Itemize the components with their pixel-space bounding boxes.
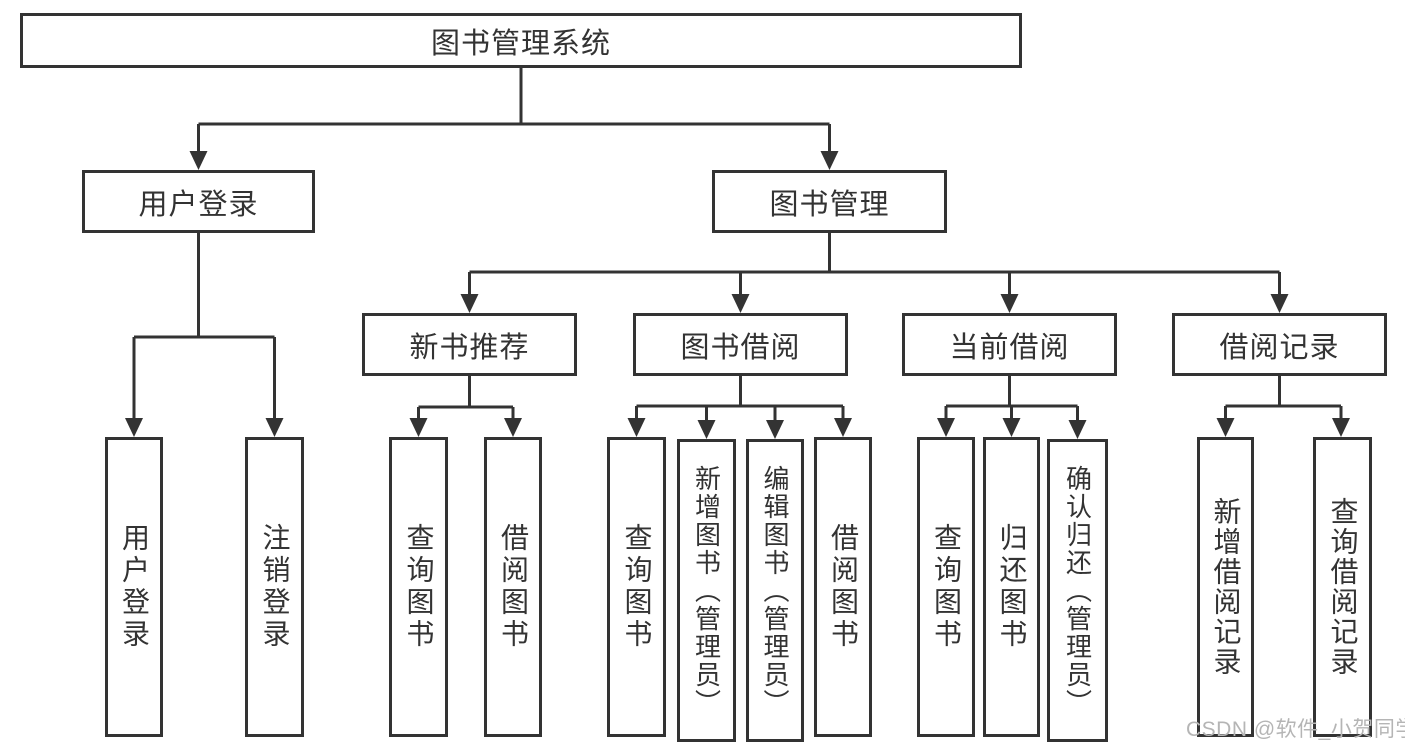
leaf-query-books-recommend-label: 查询图书 [403, 523, 435, 651]
leaf-confirm-return-admin-label: 确认归还（管理员） [1062, 464, 1093, 717]
node-current-borrow: 当前借阅 [902, 313, 1117, 376]
leaf-query-books-borrow-label: 查询图书 [621, 523, 653, 651]
leaf-add-book-admin-label: 新增图书（管理员） [691, 464, 722, 717]
leaf-confirm-return-admin: 确认归还（管理员） [1047, 439, 1108, 742]
leaf-user-login: 用户登录 [105, 437, 163, 737]
leaf-query-borrow-record: 查询借阅记录 [1313, 437, 1372, 737]
leaf-return-book-label: 归还图书 [996, 523, 1028, 651]
leaf-query-books-borrow: 查询图书 [607, 437, 666, 737]
leaf-edit-book-admin: 编辑图书（管理员） [746, 439, 804, 742]
leaf-query-books-current: 查询图书 [917, 437, 975, 737]
connector-new-book-recommend-to-leaves [409, 376, 522, 437]
leaf-borrow-books-borrow-label: 借阅图书 [828, 523, 859, 651]
node-root: 图书管理系统 [20, 13, 1022, 68]
connector-current-borrow-to-leaves [937, 376, 1087, 439]
leaf-return-book: 归还图书 [983, 437, 1040, 737]
node-book-borrow-label: 图书借阅 [680, 331, 801, 364]
connector-book-borrow-to-leaves [627, 376, 852, 439]
leaf-borrow-books-borrow: 借阅图书 [814, 437, 872, 737]
leaf-edit-book-admin-label: 编辑图书（管理员） [760, 464, 790, 717]
node-book-management: 图书管理 [712, 170, 947, 233]
node-current-borrow-label: 当前借阅 [949, 331, 1070, 364]
node-borrow-records: 借阅记录 [1172, 313, 1387, 376]
leaf-logout: 注销登录 [245, 437, 304, 737]
leaf-query-books-current-label: 查询图书 [931, 523, 962, 651]
node-book-borrow: 图书借阅 [633, 313, 848, 376]
node-user-login: 用户登录 [82, 170, 315, 233]
leaf-borrow-books-recommend-label: 借阅图书 [498, 523, 529, 651]
node-root-label: 图书管理系统 [430, 27, 611, 60]
connector-user-login-to-leaves [125, 233, 284, 437]
node-new-book-recommend: 新书推荐 [362, 313, 577, 376]
leaf-query-borrow-record-label: 查询借阅记录 [1327, 497, 1359, 677]
connector-borrow-records-to-leaves [1216, 376, 1350, 437]
node-book-management-label: 图书管理 [769, 188, 890, 221]
leaf-query-books-recommend: 查询图书 [389, 437, 448, 737]
csdn-watermark: CSDN @软件_小贺同学 [1186, 718, 1405, 741]
node-new-book-recommend-label: 新书推荐 [409, 331, 530, 364]
leaf-logout-label: 注销登录 [259, 523, 291, 651]
node-user-login-label: 用户登录 [138, 188, 259, 221]
leaf-borrow-books-recommend: 借阅图书 [484, 437, 542, 737]
node-borrow-records-label: 借阅记录 [1219, 331, 1340, 364]
connector-book-management-to-level3 [460, 233, 1289, 313]
leaf-add-borrow-record: 新增借阅记录 [1197, 437, 1254, 737]
leaf-add-borrow-record-label: 新增借阅记录 [1210, 497, 1242, 677]
leaf-user-login-label: 用户登录 [119, 523, 150, 651]
leaf-add-book-admin: 新增图书（管理员） [677, 439, 736, 742]
connector-root-to-level2 [189, 68, 839, 170]
